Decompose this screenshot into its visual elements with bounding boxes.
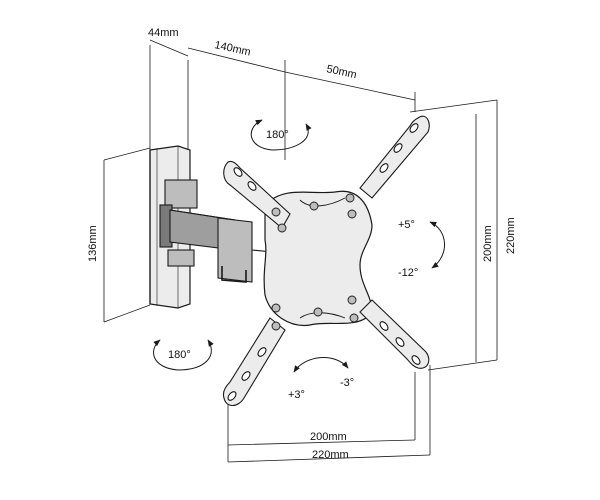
label-arm-swivel: 180°	[266, 129, 289, 141]
dim-140mm	[187, 47, 286, 73]
dim-44mm	[149, 39, 189, 57]
dim-220mm-horizontal	[227, 454, 431, 463]
label-level-plus: +3°	[288, 389, 305, 401]
label-44mm: 44mm	[148, 27, 179, 39]
arm-hinge	[159, 179, 198, 267]
label-wall-swivel: 180°	[168, 349, 191, 361]
label-220mm-horizontal: 220mm	[312, 449, 349, 461]
bolts	[271, 193, 359, 331]
center-plate	[263, 190, 373, 327]
dimension-lines	[103, 39, 498, 463]
dim-200mm-horizontal	[227, 439, 416, 446]
labels: 44mm 140mm 50mm 136mm 200mm 220mm 200mm …	[87, 27, 517, 461]
dim-50mm	[284, 71, 416, 101]
label-tilt-up: +5°	[398, 219, 415, 231]
arm-swivel-arrow	[250, 119, 312, 151]
vesa-arm-top-right	[359, 115, 430, 199]
label-50mm: 50mm	[325, 63, 357, 81]
label-tilt-down: -12°	[398, 267, 418, 279]
label-200mm-vertical: 200mm	[482, 225, 494, 262]
swivel-arm	[169, 209, 273, 283]
tilt-arrow	[429, 221, 445, 269]
level-arrow	[293, 356, 349, 373]
label-level-minus: -3°	[340, 377, 354, 389]
vesa-arm-bottom-left	[222, 317, 286, 407]
label-200mm-horizontal: 200mm	[310, 431, 347, 443]
rotation-arrows	[153, 119, 445, 373]
label-220mm-vertical: 220mm	[505, 217, 517, 254]
vesa-arm-bottom-right	[359, 299, 430, 369]
wall-swivel-arrow	[153, 339, 214, 371]
label-136mm: 136mm	[87, 225, 99, 262]
